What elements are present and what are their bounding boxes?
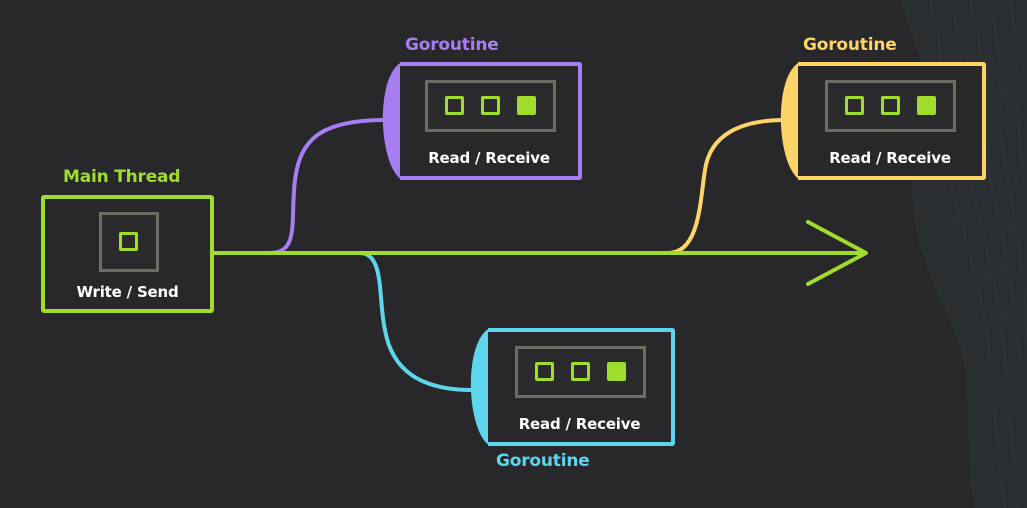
buffer-slot-empty xyxy=(445,96,464,115)
buffer-slot-filled xyxy=(517,96,536,115)
buffer-slot-empty xyxy=(845,96,864,115)
cyan-branch-line xyxy=(359,251,473,392)
arrowhead xyxy=(806,220,868,286)
buffer-slot-filled xyxy=(607,362,626,381)
goroutine-purple-label: Read / Receive xyxy=(428,149,550,167)
buffer-slot-empty xyxy=(571,362,590,381)
main-thread-box: Write / Send xyxy=(41,195,214,313)
buffer-slot-empty xyxy=(881,96,900,115)
goroutine-cyan-label: Read / Receive xyxy=(518,415,641,433)
goroutine-purple-buffer xyxy=(425,80,556,132)
goroutine-purple-title: Goroutine xyxy=(405,35,499,55)
main-thread-label: Write / Send xyxy=(76,283,179,301)
buffer-slot-filled xyxy=(917,96,936,115)
buffer-slot-empty xyxy=(535,362,554,381)
yellow-cap xyxy=(780,62,800,180)
cyan-cap xyxy=(470,328,490,446)
goroutine-yellow-label: Read / Receive xyxy=(829,149,951,167)
goroutine-purple-box: Read / Receive xyxy=(400,62,582,180)
purple-cap xyxy=(382,62,402,180)
main-thread-buffer xyxy=(99,212,159,272)
main-thread-title: Main Thread xyxy=(63,167,181,187)
buffer-slot-empty xyxy=(481,96,500,115)
goroutine-cyan-title: Goroutine xyxy=(496,451,590,471)
purple-branch-line xyxy=(269,118,386,255)
goroutine-yellow-buffer xyxy=(825,80,956,132)
yellow-branch-line xyxy=(667,118,786,255)
buffer-slot-empty xyxy=(119,232,138,251)
goroutine-yellow-title: Goroutine xyxy=(803,35,897,55)
goroutine-cyan-box: Read / Receive xyxy=(488,328,675,446)
goroutine-yellow-box: Read / Receive xyxy=(798,62,986,180)
goroutine-cyan-buffer xyxy=(515,346,646,398)
